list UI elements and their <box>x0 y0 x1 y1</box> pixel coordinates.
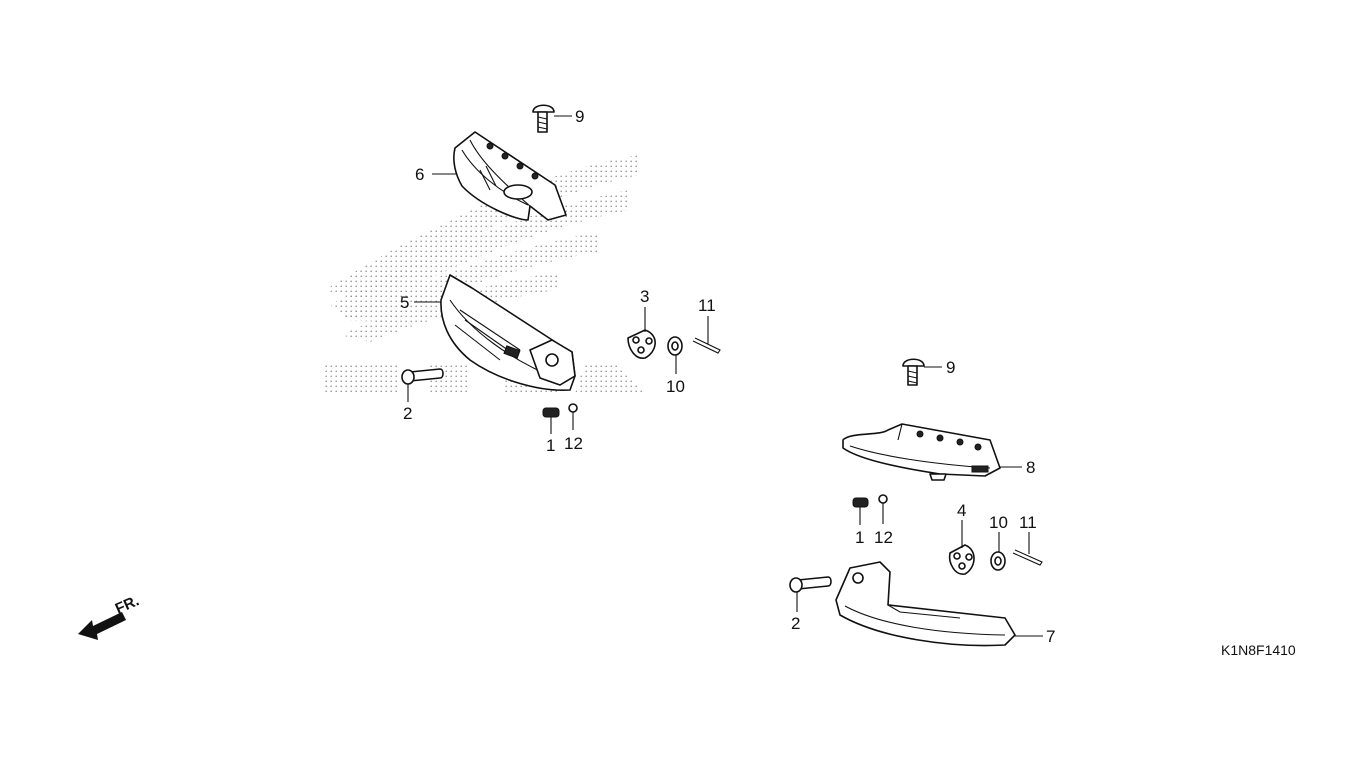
plate-4 <box>948 544 975 575</box>
callout-12-right: 12 <box>874 528 893 547</box>
callout-8: 8 <box>1026 458 1035 477</box>
callout-9-right: 9 <box>946 358 955 377</box>
spring-1-right <box>852 497 869 508</box>
leader-lines <box>407 115 1043 637</box>
pin-2-right <box>789 576 832 593</box>
callout-4: 4 <box>957 501 966 520</box>
callout-labels: 9 6 5 2 1 12 3 10 11 9 8 1 12 4 10 11 2 … <box>400 107 1055 646</box>
callout-10-right: 10 <box>989 513 1008 532</box>
diagram-code: K1N8F1410 <box>1221 642 1296 658</box>
footrest-bracket-5 <box>440 274 576 392</box>
front-direction-indicator: FR. <box>78 592 142 640</box>
callout-2-left: 2 <box>403 404 412 423</box>
spring-1-left <box>542 407 560 418</box>
callout-9-top: 9 <box>575 107 584 126</box>
bolt-9-top <box>532 104 555 133</box>
plate-3 <box>627 329 656 359</box>
callout-1-left: 1 <box>546 436 555 455</box>
callout-11-left: 11 <box>698 296 716 315</box>
footrest-rubber-6 <box>453 131 567 221</box>
cotter-pin-11-right <box>1012 549 1043 566</box>
washer-12-left <box>568 403 578 413</box>
callout-2-right: 2 <box>791 614 800 633</box>
front-label: FR. <box>113 592 142 617</box>
cotter-pin-11-left <box>692 337 721 354</box>
washer-10-left <box>667 336 683 356</box>
callout-6: 6 <box>415 165 424 184</box>
footrest-rubber-8 <box>842 423 1001 481</box>
callout-3: 3 <box>640 287 649 306</box>
callout-1-right: 1 <box>855 528 864 547</box>
callout-10-left: 10 <box>666 377 685 396</box>
washer-10-right <box>990 551 1006 571</box>
footrest-bracket-7 <box>835 561 1016 647</box>
callout-7: 7 <box>1046 627 1055 646</box>
callout-11-right: 11 <box>1019 513 1037 532</box>
pin-2-left <box>401 368 444 385</box>
callout-5: 5 <box>400 293 409 312</box>
washer-12-right <box>878 494 888 504</box>
bolt-9-right <box>902 358 925 386</box>
arrow-left-icon <box>78 612 126 640</box>
callout-12-left: 12 <box>564 434 583 453</box>
